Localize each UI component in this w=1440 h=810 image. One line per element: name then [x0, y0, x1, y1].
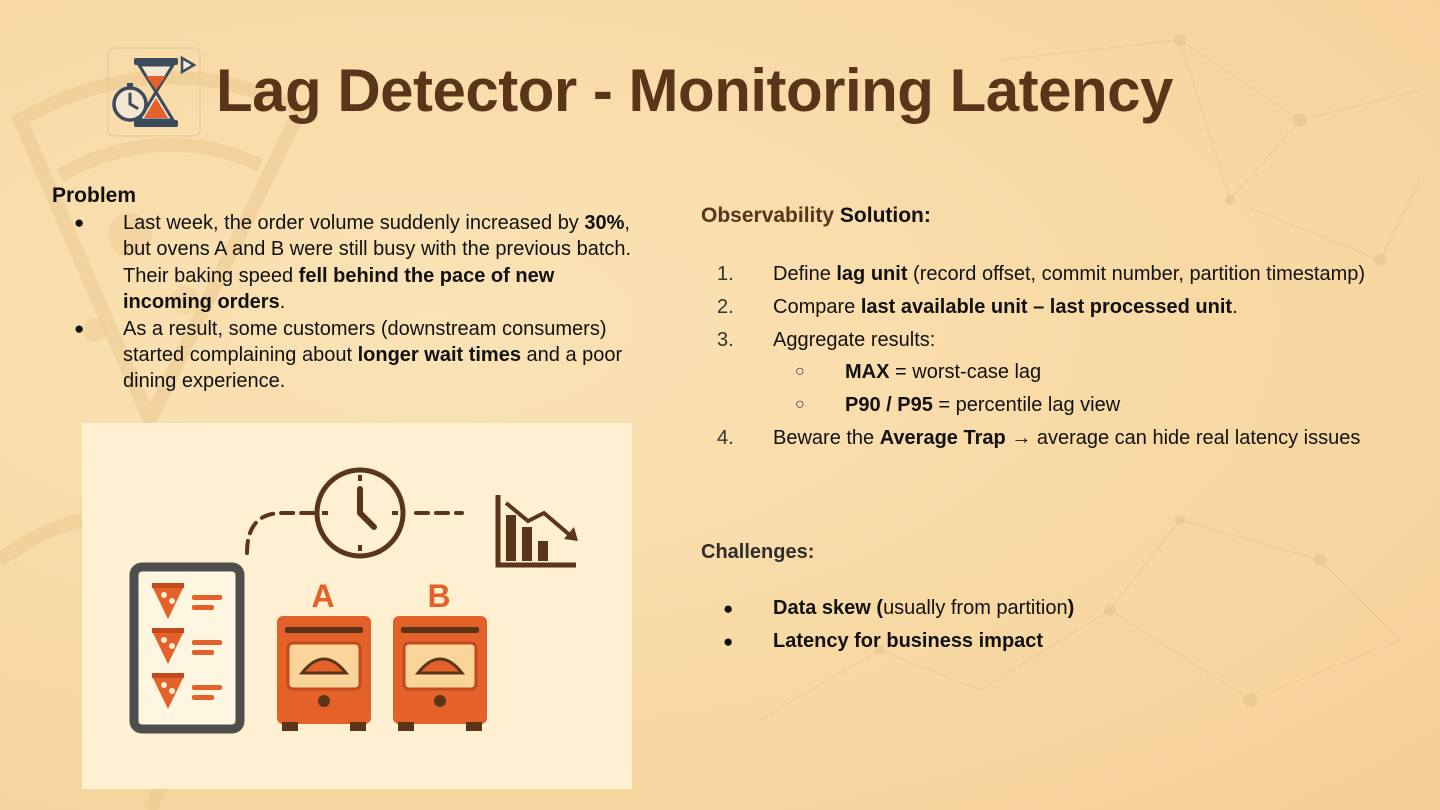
text-bold: lag unit [836, 263, 908, 285]
text: . [279, 291, 286, 314]
oven-b-label: B [427, 578, 450, 614]
text: As a result, some customers (downstream … [123, 317, 607, 367]
text-bold: Data skew ( [773, 597, 884, 619]
bullet-icon: ● [74, 318, 85, 338]
text: Aggregate results: [773, 329, 936, 351]
oven-icon [393, 616, 487, 731]
list-item: ● As a result, some customers (downstrea… [52, 316, 642, 395]
problem-heading: Problem [52, 184, 137, 207]
clock-icon [314, 467, 406, 559]
stopwatch-hourglass-icon [106, 46, 202, 138]
text: Beware the [773, 427, 880, 449]
solution-heading: Observability Solution: [701, 204, 1401, 228]
challenges-heading: Challenges: [701, 541, 815, 563]
challenges-list: ● Data skew (usually from partition) ● L… [701, 592, 1401, 658]
text: = worst-case lag [889, 361, 1042, 383]
list-item: 4. Beware the Average Trap → average can… [701, 422, 1401, 454]
solution-section: Observability Solution: 1. Define lag un… [701, 204, 1401, 455]
text: (record offset, commit number, partition… [907, 263, 1366, 285]
text: Define [773, 263, 837, 285]
text: Solution: [834, 204, 931, 227]
slide-title: Lag Detector - Monitoring Latency [216, 57, 1173, 124]
text-bold: MAX [845, 361, 890, 383]
text: . [1232, 296, 1238, 318]
list-item: ○ MAX = worst-case lag [773, 356, 1401, 388]
text-bold: Average Trap [879, 427, 1006, 449]
text-bold: 30% [584, 212, 625, 234]
text: → average can hide real latency issues [1005, 427, 1361, 449]
text: Compare [773, 296, 861, 318]
text-bold: P90 / P95 [845, 394, 933, 416]
step-number: 3. [717, 329, 734, 351]
aggregate-sublist: ○ MAX = worst-case lag ○ P90 / P95 = per… [773, 356, 1401, 421]
problem-section: Problem ● Last week, the order volume su… [52, 184, 642, 395]
step-number: 4. [717, 427, 734, 449]
text-bold: Latency for business impact [773, 630, 1044, 652]
illustration: A B [82, 423, 632, 789]
solution-steps: 1. Define lag unit (record offset, commi… [701, 258, 1401, 454]
declining-chart-icon [495, 495, 578, 568]
text-bold: last available unit – last processed uni… [860, 296, 1233, 318]
list-item: 2. Compare last available unit – last pr… [701, 291, 1401, 323]
bullet-icon: ● [723, 599, 734, 618]
text: , but ovens A and B were still busy with… [123, 212, 632, 287]
challenges-section: Challenges: ● Data skew (usually from pa… [701, 541, 1401, 658]
bullet-icon: ● [74, 213, 85, 232]
list-item: ○ P90 / P95 = percentile lag view [773, 389, 1401, 421]
problem-list: ● Last week, the order volume suddenly i… [52, 210, 642, 395]
text-accent: Observability [701, 204, 835, 227]
pizza-slice-icon [152, 583, 184, 619]
text-bold: ) [1067, 597, 1075, 619]
pizza-slice-icon [152, 628, 184, 664]
text-bold: longer wait times [357, 344, 521, 367]
text: Last week, the order volume suddenly inc… [123, 212, 585, 234]
text-bold: fell behind the pace of new incoming ord… [123, 264, 555, 314]
circle-bullet-icon: ○ [795, 363, 805, 380]
list-item: ● Data skew (usually from partition) [701, 592, 1401, 625]
list-item: 3. Aggregate results: ○ MAX = worst-case… [701, 324, 1401, 421]
circle-bullet-icon: ○ [795, 396, 805, 413]
text: and a poor dining experience. [123, 344, 623, 393]
list-item: 1. Define lag unit (record offset, commi… [701, 258, 1401, 290]
oven-icon [277, 616, 371, 731]
text: = percentile lag view [932, 394, 1121, 416]
step-number: 1. [717, 263, 734, 285]
order-tablet [129, 562, 245, 734]
list-item: ● Latency for business impact [701, 625, 1401, 658]
text: usually from partition [883, 597, 1068, 619]
list-item: ● Last week, the order volume suddenly i… [52, 210, 642, 316]
oven-a-label: A [311, 578, 334, 614]
step-number: 2. [717, 296, 734, 318]
pizza-slice-icon [152, 673, 184, 709]
bullet-icon: ● [723, 632, 734, 651]
